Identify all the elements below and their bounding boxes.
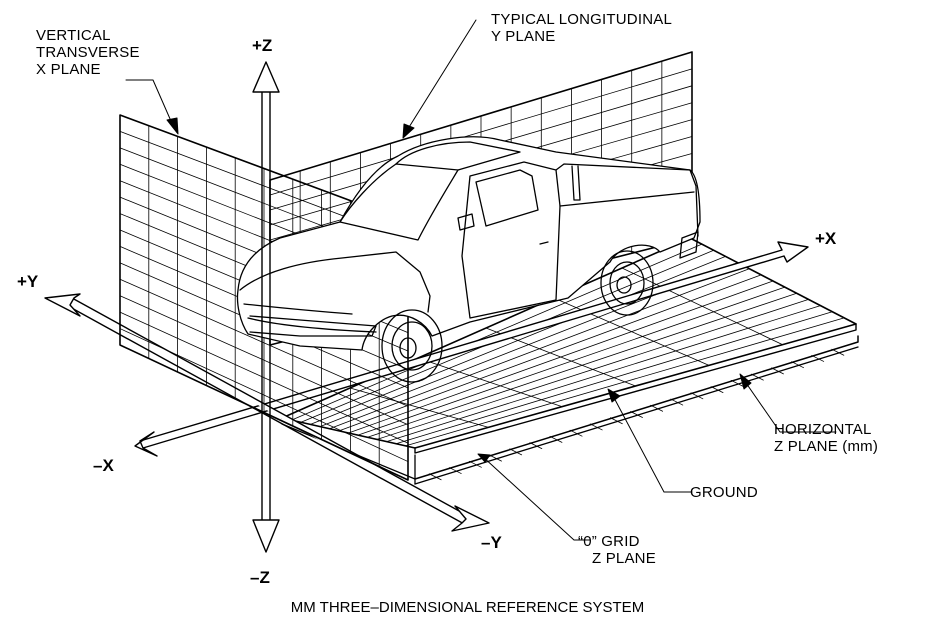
x-plane-line-1: VERTICAL (36, 27, 111, 44)
x-plane-callout: VERTICAL TRANSVERSE X PLANE (36, 27, 140, 78)
y-axis (44, 293, 490, 532)
leader-lines (125, 19, 837, 541)
x-plane-line-3: X PLANE (36, 61, 101, 78)
zero-grid-line-1: “0” GRID (578, 533, 640, 550)
pickup-truck-illustration (236, 136, 701, 383)
horizontal-z-callout: HORIZONTAL Z PLANE (mm) (774, 421, 878, 455)
pos-x-label: +X (815, 229, 837, 248)
horizontal-z-line-1: HORIZONTAL (774, 421, 872, 438)
y-plane-line-1: TYPICAL LONGITUDINAL (491, 11, 672, 28)
neg-y-label: –Y (481, 533, 502, 552)
x-axis (134, 241, 809, 457)
zero-grid-line-2: Z PLANE (592, 550, 656, 567)
y-plane-line-2: Y PLANE (491, 28, 556, 45)
horizontal-z-line-2: Z PLANE (mm) (774, 438, 879, 455)
x-plane-line-2: TRANSVERSE (36, 44, 140, 61)
y-plane-callout: TYPICAL LONGITUDINAL Y PLANE (491, 11, 672, 45)
neg-x-label: –X (93, 456, 114, 475)
ground-callout: GROUND (690, 484, 758, 501)
neg-z-label: –Z (250, 568, 270, 587)
pos-y-label: +Y (17, 272, 39, 291)
z-axis (252, 61, 280, 553)
diagram-caption: MM THREE–DIMENSIONAL REFERENCE SYSTEM (290, 599, 645, 616)
pos-z-label: +Z (252, 36, 273, 55)
zero-grid-callout: “0” GRID Z PLANE (578, 533, 656, 567)
